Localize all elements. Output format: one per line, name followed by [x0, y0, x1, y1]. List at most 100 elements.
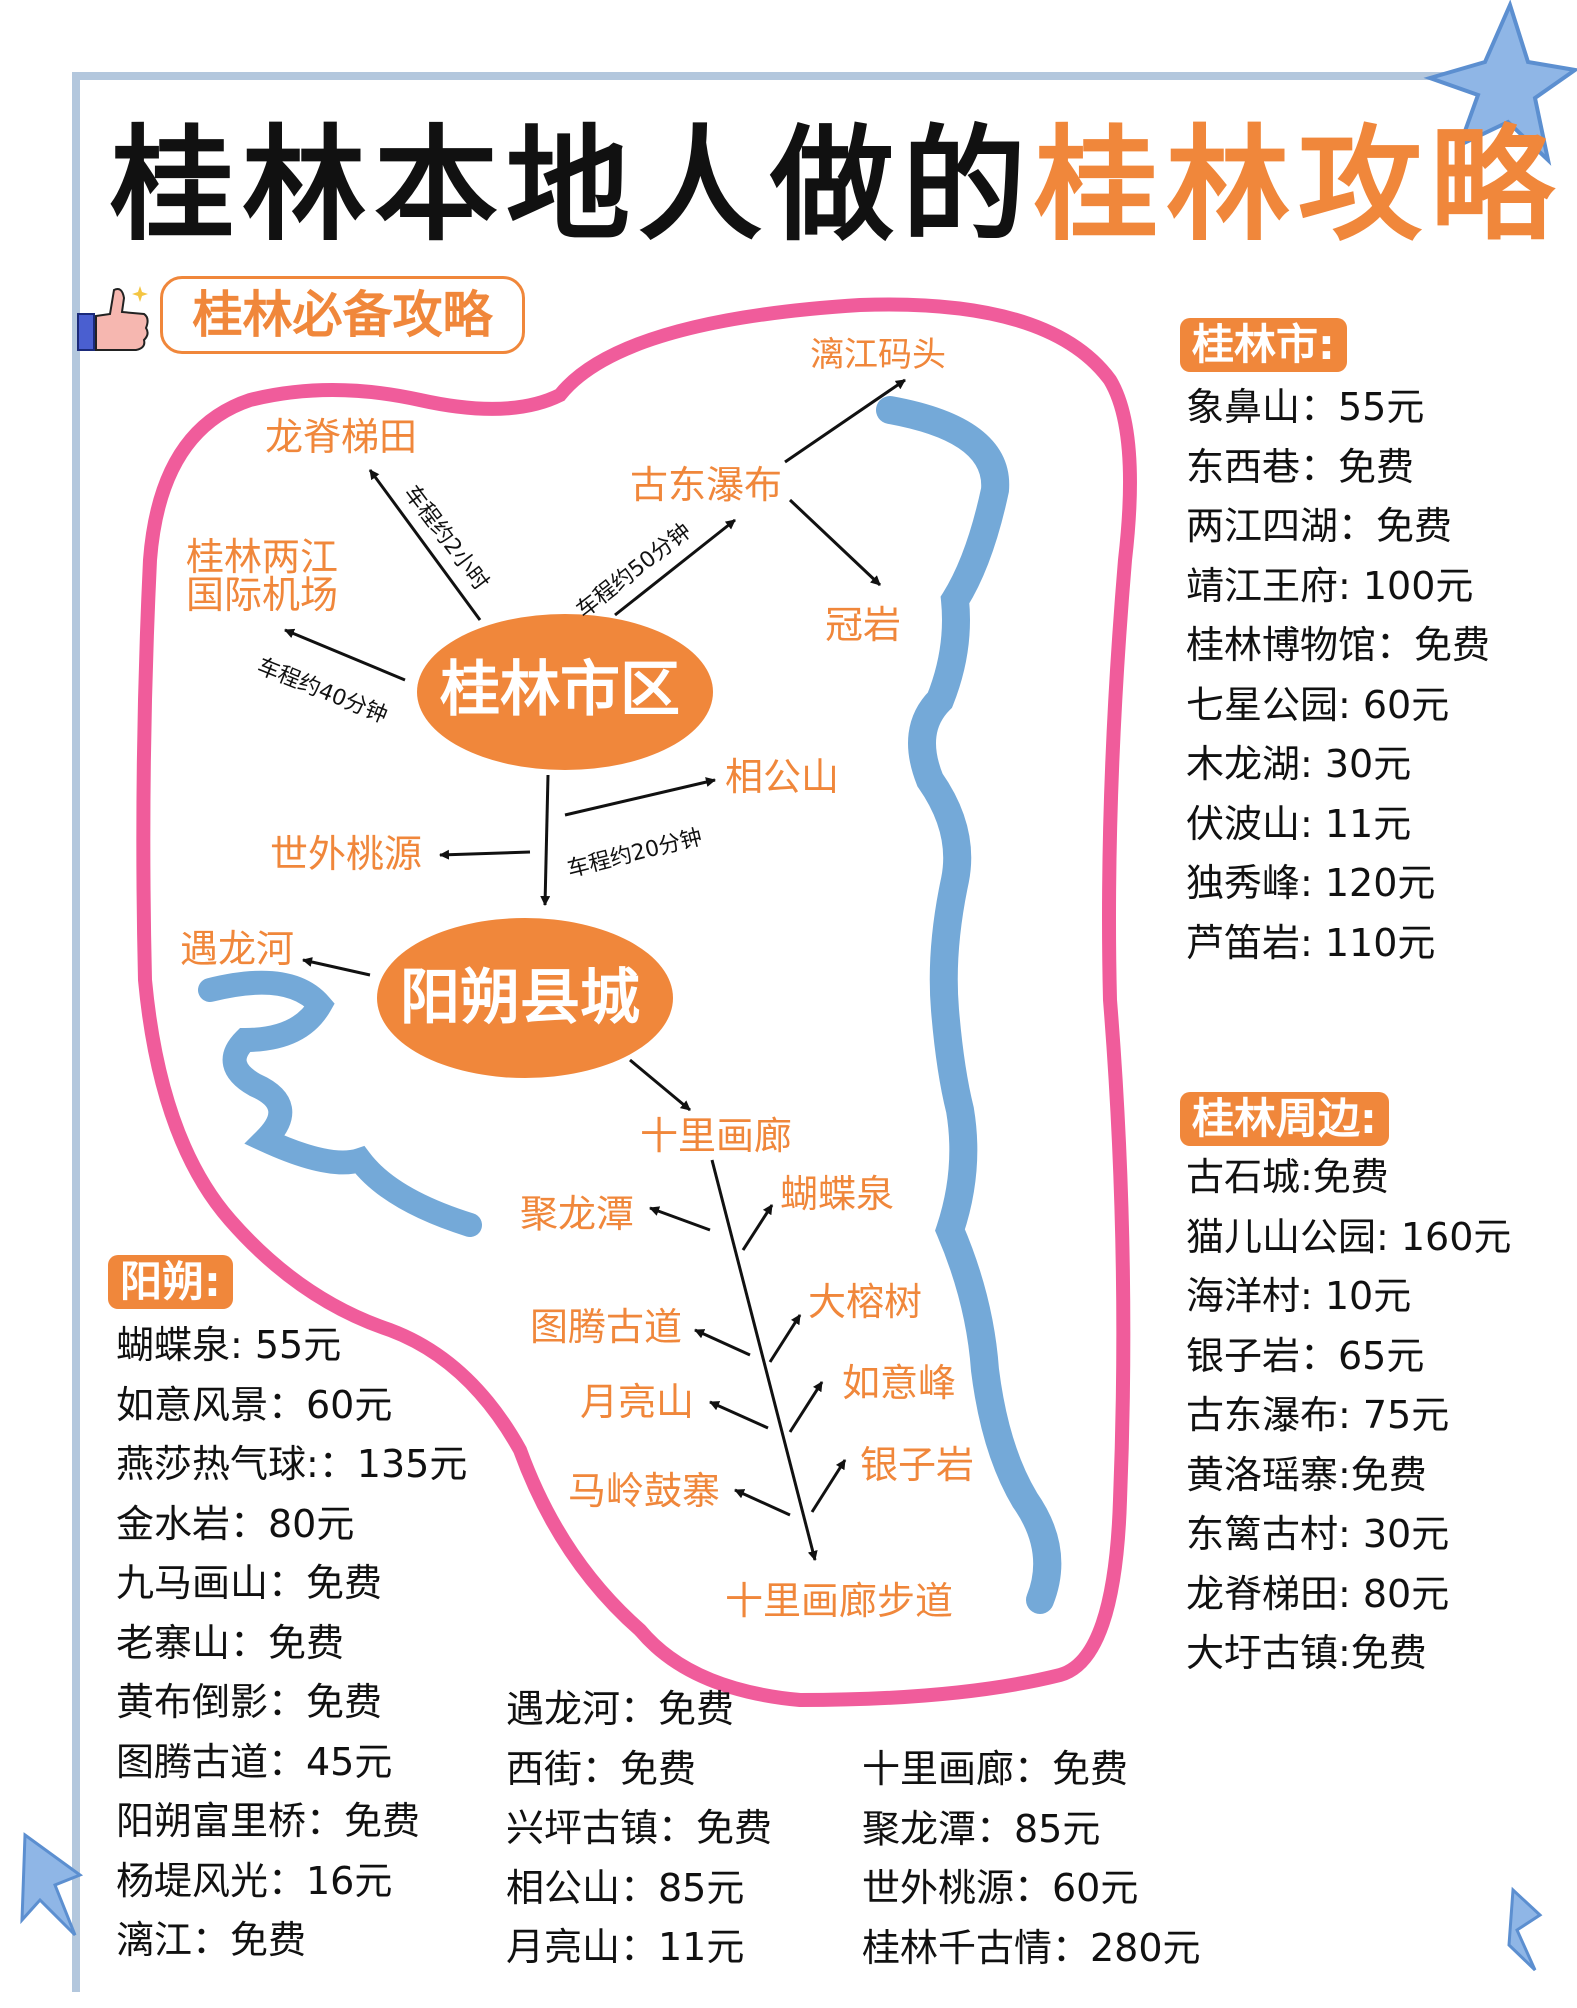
list-item: 桂林博物馆：免费 [1186, 623, 1491, 667]
list-item: 银子岩：65元 [1186, 1333, 1425, 1378]
list-item: 靖江王府: 100元 [1186, 563, 1474, 608]
list-item: 木龙湖: 30元 [1186, 742, 1412, 786]
list-item: 世外桃源：60元 [862, 1866, 1139, 1910]
list-item: 杨堤风光：16元 [116, 1858, 393, 1903]
arrow-to-shiwai [439, 849, 531, 860]
place-hudie: 蝴蝶泉 [780, 1172, 895, 1216]
star-icon [1423, 0, 1577, 166]
arrow-to-airport [284, 628, 406, 682]
title-main: 桂林本地人做的 [110, 114, 1035, 258]
place-longji: 龙脊梯田 [265, 415, 418, 459]
list-item: 独秀峰: 120元 [1186, 861, 1436, 905]
arrow-to-tuteng [694, 1328, 751, 1357]
place-airport-line2: 国际机场 [186, 573, 339, 617]
list-item: 遇龙河：免费 [506, 1687, 735, 1731]
hub-county: 阳朔县城 [400, 963, 640, 1033]
arrow-to-guanyan [788, 498, 882, 587]
list-item: 漓江：免费 [116, 1918, 307, 1962]
title-highlight: 桂林攻略 [1034, 114, 1563, 258]
arrow-to-longji [368, 469, 482, 621]
yangshuo-list-col1: 蝴蝶泉: 55元 如意风景：60元 燕莎热气球:：135元 金水岩：80元 九马… [116, 1316, 467, 1971]
place-ruyi: 如意峰 [842, 1361, 957, 1405]
arrow-to-xianggong [564, 777, 716, 817]
list-item: 九马画山：免费 [116, 1561, 383, 1605]
place-yueliang: 月亮山 [580, 1380, 695, 1424]
list-item: 兴坪古镇：免费 [506, 1806, 773, 1850]
list-item: 如意风景：60元 [116, 1382, 393, 1427]
list-item: 古东瀑布: 75元 [1186, 1393, 1450, 1437]
hub-city: 桂林市区 [440, 655, 680, 725]
place-maling: 马岭鼓寨 [568, 1469, 721, 1513]
place-xianggong: 相公山 [725, 755, 840, 799]
place-yinzi: 银子岩 [860, 1443, 975, 1487]
section-guilin-around-title: 桂林周边: [1180, 1092, 1389, 1147]
arrow-to-maling [734, 1488, 791, 1517]
list-item: 芦笛岩: 110元 [1186, 920, 1436, 965]
place-darong: 大榕树 [808, 1280, 923, 1324]
place-shili: 十里画廊 [640, 1114, 793, 1158]
place-lijiang-pier: 漓江码头 [810, 335, 946, 375]
list-item: 海洋村: 10元 [1186, 1274, 1412, 1318]
arrow-to-hudie [741, 1204, 774, 1251]
section-guilin-city-title: 桂林市: [1180, 318, 1347, 373]
hub-county-ellipse [377, 918, 673, 1078]
list-item: 猫儿山公园: 160元 [1186, 1214, 1512, 1259]
list-item: 东篱古村: 30元 [1186, 1512, 1450, 1556]
list-item: 阳朔富里桥：免费 [116, 1799, 421, 1843]
place-yulong: 遇龙河 [180, 927, 295, 971]
region-boundary [136, 297, 1137, 1708]
arrow-to-yulong [302, 957, 371, 977]
place-shili-walkway: 十里画廊步道 [725, 1579, 954, 1623]
yulong-river [198, 970, 482, 1237]
lijiang-river [876, 396, 1062, 1614]
arrow-to-darong [768, 1314, 802, 1363]
yangshuo-list-col2: 遇龙河：免费 西街：免费 兴坪古镇：免费 相公山：85元 月亮山：11元 [506, 1680, 772, 1978]
arrow-to-pier [784, 378, 906, 464]
guilin-around-list: 古石城:免费 猫儿山公园: 160元 海洋村: 10元 银子岩：65元 古东瀑布… [1186, 1148, 1511, 1684]
list-item: 东西巷：免费 [1186, 444, 1415, 489]
arrow-to-county [540, 774, 551, 906]
list-item: 月亮山：11元 [506, 1925, 745, 1969]
place-shiwai: 世外桃源 [270, 832, 423, 876]
star-icon [20, 1832, 84, 1937]
arrow-to-yueliang [709, 1400, 769, 1430]
arrow-to-ruyi [788, 1381, 824, 1433]
list-item: 黄布倒影：免费 [116, 1680, 383, 1724]
list-item: 两江四湖：免费 [1186, 504, 1453, 548]
place-airport-line1: 桂林两江 [186, 535, 339, 579]
arrow-to-walkway [710, 1159, 818, 1561]
list-item: 大圩古镇:免费 [1186, 1631, 1427, 1675]
list-item: 古石城:免费 [1186, 1155, 1389, 1199]
place-guanyan: 冠岩 [825, 603, 902, 647]
arrow-to-julong [649, 1206, 711, 1232]
arrow-to-shili [629, 1058, 691, 1112]
list-item: 龙脊梯田: 80元 [1186, 1571, 1450, 1616]
list-item: 桂林千古情：280元 [862, 1925, 1201, 1970]
tag-badge: 桂林必备攻略 [160, 276, 525, 354]
list-item: 蝴蝶泉: 55元 [116, 1323, 342, 1367]
list-item: 金水岩：80元 [116, 1501, 355, 1546]
list-item: 七星公园: 60元 [1186, 682, 1450, 727]
list-item: 十里画廊：免费 [862, 1747, 1129, 1791]
list-item: 伏波山: 11元 [1186, 801, 1412, 846]
page-frame [72, 72, 1532, 1992]
list-item: 老寨山：免费 [116, 1620, 345, 1665]
list-item: 图腾古道：45元 [116, 1739, 393, 1784]
page-title: 桂林本地人做的桂林攻略 [110, 118, 1554, 254]
list-item: 黄洛瑶寨:免费 [1186, 1452, 1427, 1497]
star-icon [1507, 1886, 1543, 1972]
arrow-to-gudong [614, 518, 736, 617]
list-item: 相公山：85元 [506, 1865, 745, 1910]
list-item: 象鼻山：55元 [1186, 385, 1425, 429]
arrow-to-yinzi [810, 1459, 847, 1513]
hub-city-ellipse [417, 614, 713, 770]
list-item: 聚龙潭：85元 [862, 1806, 1101, 1851]
guilin-city-list: 象鼻山：55元 东西巷：免费 两江四湖：免费 靖江王府: 100元 桂林博物馆：… [1186, 378, 1490, 973]
yangshuo-list-col3: 十里画廊：免费 聚龙潭：85元 世外桃源：60元 桂林千古情：280元 [862, 1740, 1201, 1978]
list-item: 西街：免费 [506, 1746, 697, 1791]
list-item: 燕莎热气球:：135元 [116, 1442, 468, 1486]
place-julong: 聚龙潭 [520, 1192, 635, 1236]
thumbs-up-icon [77, 286, 149, 351]
place-gudong: 古东瀑布 [630, 463, 783, 507]
